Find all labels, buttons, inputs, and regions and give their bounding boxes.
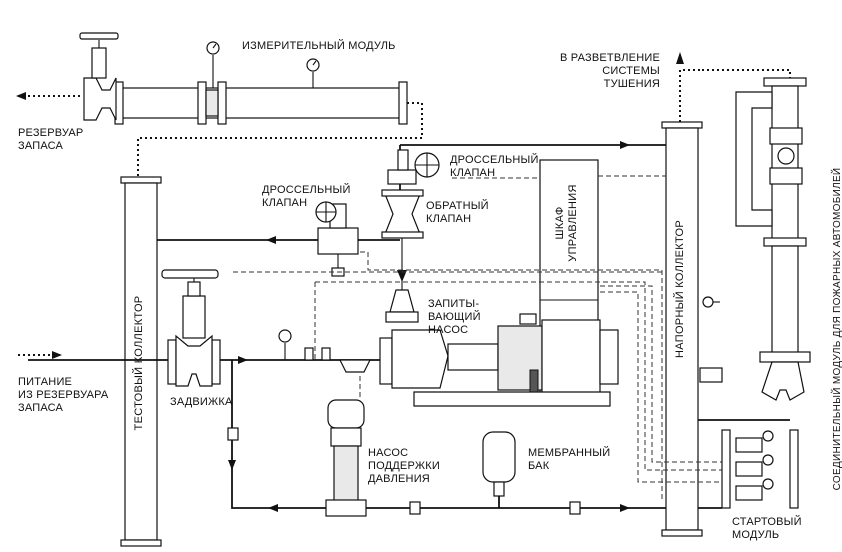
- signal-lines: [233, 175, 725, 500]
- handwheel-icon: [161, 269, 219, 279]
- booster-pump: [379, 289, 619, 407]
- pressure-gauge-icon: [206, 41, 220, 88]
- throttle-valve-top-label: ДРОССЕЛЬНЫЙ КЛАПАН: [450, 154, 539, 179]
- dotted-line: [137, 102, 423, 178]
- handwheel-icon: [315, 201, 337, 223]
- booster-pump-label: ЗАПИТЫ- ВАЮЩИЙ НАСОС: [428, 298, 481, 336]
- handwheel-icon: [79, 32, 119, 40]
- measuring-line: [83, 40, 408, 125]
- pressure-collector: [661, 121, 703, 537]
- flow-arrow-icon: [397, 270, 407, 282]
- throttle-valve-top: [387, 149, 440, 185]
- check-valve: [381, 189, 424, 290]
- flow-arrow-icon: [620, 504, 630, 512]
- fire-truck-module-label: СОЕДИНИТЕЛЬНЫЙ МОДУЛЬ ДЛЯ ПОЖАРНЫХ АВТОМ…: [832, 167, 842, 491]
- starter-module: [721, 429, 799, 509]
- starter-module-label: СТАРТОВЫЙ МОДУЛЬ: [732, 516, 802, 541]
- flow-arrow-icon: [52, 351, 62, 359]
- gate-valve: [167, 276, 221, 387]
- flow-arrow-icon: [268, 504, 278, 512]
- check-valve-label: ОБРАТНЫЙ КЛАПАН: [426, 200, 489, 225]
- flow-arrow-icon: [228, 460, 236, 470]
- membrane-tank-label: МЕМБРАННЫЙ БАК: [528, 447, 611, 472]
- membrane-tank: [482, 431, 516, 508]
- pressure-gauge-icon: [278, 329, 292, 360]
- jockey-pump-label: НАСОС ПОДДЕРЖКИ ДАВЛЕНИЯ: [368, 447, 440, 485]
- measuring-module-label: ИЗМЕРИТЕЛЬНЫЙ МОДУЛЬ: [242, 40, 396, 52]
- flow-arrow-icon: [238, 356, 248, 364]
- flow-arrow-icon: [266, 236, 276, 244]
- reserve-tank-label: РЕЗЕРВУАР ЗАПАСА: [18, 127, 84, 152]
- pressure-gauge-icon: [702, 296, 720, 308]
- pressure-gauge-icon: [306, 58, 320, 88]
- supply-label: ПИТАНИЕ ИЗ РЕЗЕРВУАРА ЗАПАСА: [18, 376, 109, 414]
- pressure-collector-label: НАПОРНЫЙ КОЛЛЕКТОР: [674, 219, 686, 359]
- control-cabinet-label: ШКАФ УПРАВЛЕНИЯ: [554, 184, 579, 262]
- test-collector: [120, 176, 162, 547]
- dotted-line: [679, 69, 702, 122]
- flow-arrow-icon: [16, 92, 26, 100]
- throttle-valve-left-label: ДРОССЕЛЬНЫЙ КЛАПАН: [262, 184, 351, 209]
- gate-valve-label: ЗАДВИЖКА: [170, 396, 233, 408]
- test-collector-label: ТЕСТОВЫЙ КОЛЛЕКТОР: [133, 295, 145, 431]
- jockey-pump: [325, 399, 367, 517]
- to-branch-label: В РАЗВЕТВЛЕНИЕ СИСТЕМЫ ТУШЕНИЯ: [559, 52, 660, 90]
- flow-arrow-icon: [676, 52, 684, 64]
- flow-arrow-icon: [620, 141, 630, 149]
- fire-truck-module: [735, 77, 811, 401]
